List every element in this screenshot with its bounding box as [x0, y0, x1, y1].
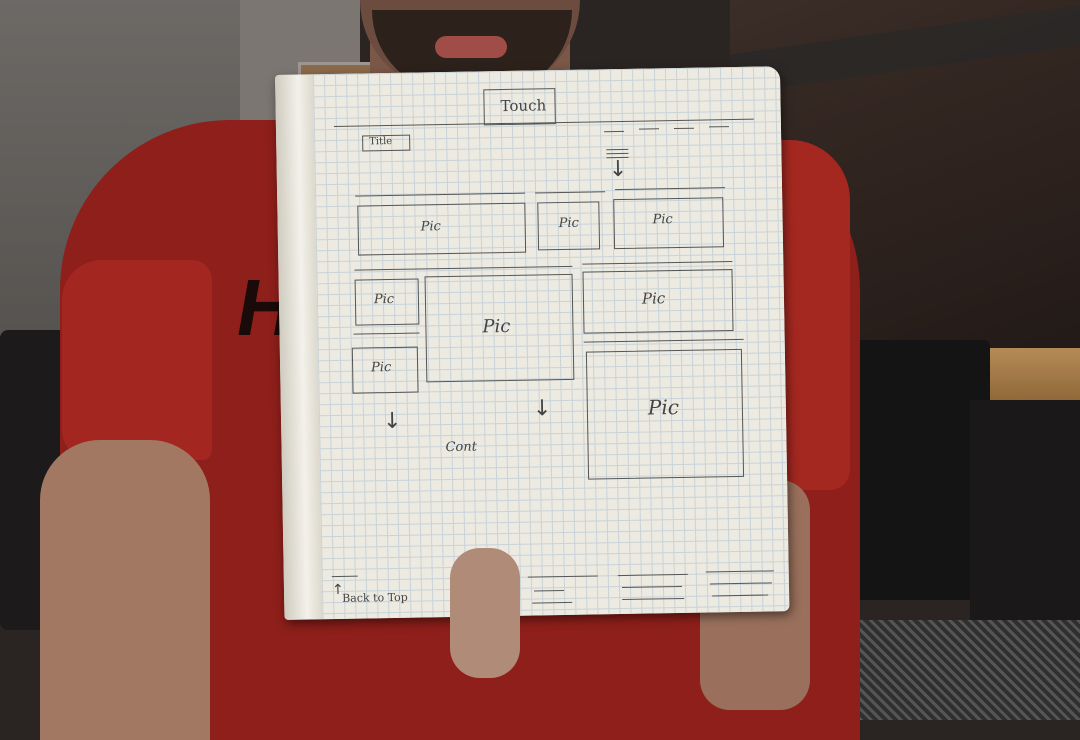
footer-text-line — [527, 575, 598, 578]
footer-text-line — [705, 570, 774, 573]
pic-box-large: Pic — [424, 273, 575, 383]
footer-text-line — [709, 582, 772, 585]
arrow-down-icon: ↓ — [608, 156, 628, 183]
pic-box: Pic — [537, 201, 601, 251]
pic-box: Pic — [357, 202, 527, 256]
nav-dash — [708, 126, 729, 128]
pic-label: Pic — [373, 291, 395, 308]
nav-dash — [673, 127, 695, 130]
footer-text-line — [622, 597, 685, 601]
mouth — [435, 36, 507, 58]
pic-box-large: Pic — [585, 348, 745, 480]
arm-left — [40, 440, 210, 740]
title-box-label: Title — [369, 135, 393, 148]
pic-label: Pic — [558, 215, 579, 232]
footer-text-line — [712, 594, 769, 597]
title-box: Title — [362, 134, 411, 152]
header-tab-box: Touch — [483, 88, 556, 126]
arrow-down-icon: ↓ — [382, 408, 402, 435]
pic-label: Pic — [647, 395, 680, 420]
pic-box: Pic — [351, 346, 419, 394]
continue-label: Cont — [445, 439, 478, 456]
menu-icon-line — [606, 148, 629, 151]
header-tab-label: Touch — [500, 96, 547, 116]
office-chair-far — [970, 400, 1080, 640]
nav-dash — [604, 130, 625, 133]
pic-label: Pic — [641, 289, 666, 308]
row-rule — [582, 261, 733, 265]
shirt-sleeve-left — [62, 260, 212, 460]
row-rule — [354, 265, 573, 271]
back-to-top-label: Back to Top — [342, 590, 408, 605]
pic-label: Pic — [652, 212, 673, 228]
menu-icon-line — [606, 152, 629, 155]
graph-paper: Touch Title ↓ Pic Pic Pic — [312, 66, 790, 620]
pic-label: Pic — [420, 219, 441, 235]
pic-box: Pic — [582, 269, 734, 334]
row-rule — [615, 187, 726, 191]
footer-text-line — [617, 573, 688, 577]
row-rule — [583, 338, 744, 343]
nav-dash — [638, 128, 660, 130]
footer-text-line — [532, 601, 573, 604]
row-rule — [353, 332, 420, 335]
arrow-down-icon: ↓ — [532, 396, 552, 422]
pic-label: Pic — [482, 315, 511, 338]
thumb — [450, 548, 520, 678]
pic-box: Pic — [354, 278, 420, 326]
row-rule — [535, 191, 606, 194]
footer-rule — [331, 575, 358, 578]
footer-text-line — [621, 585, 682, 589]
row-rule — [355, 192, 526, 197]
footer-text-line — [534, 590, 565, 592]
pic-box: Pic — [613, 197, 725, 250]
sketch-notebook: Touch Title ↓ Pic Pic Pic — [275, 66, 790, 620]
pic-label: Pic — [370, 360, 392, 376]
